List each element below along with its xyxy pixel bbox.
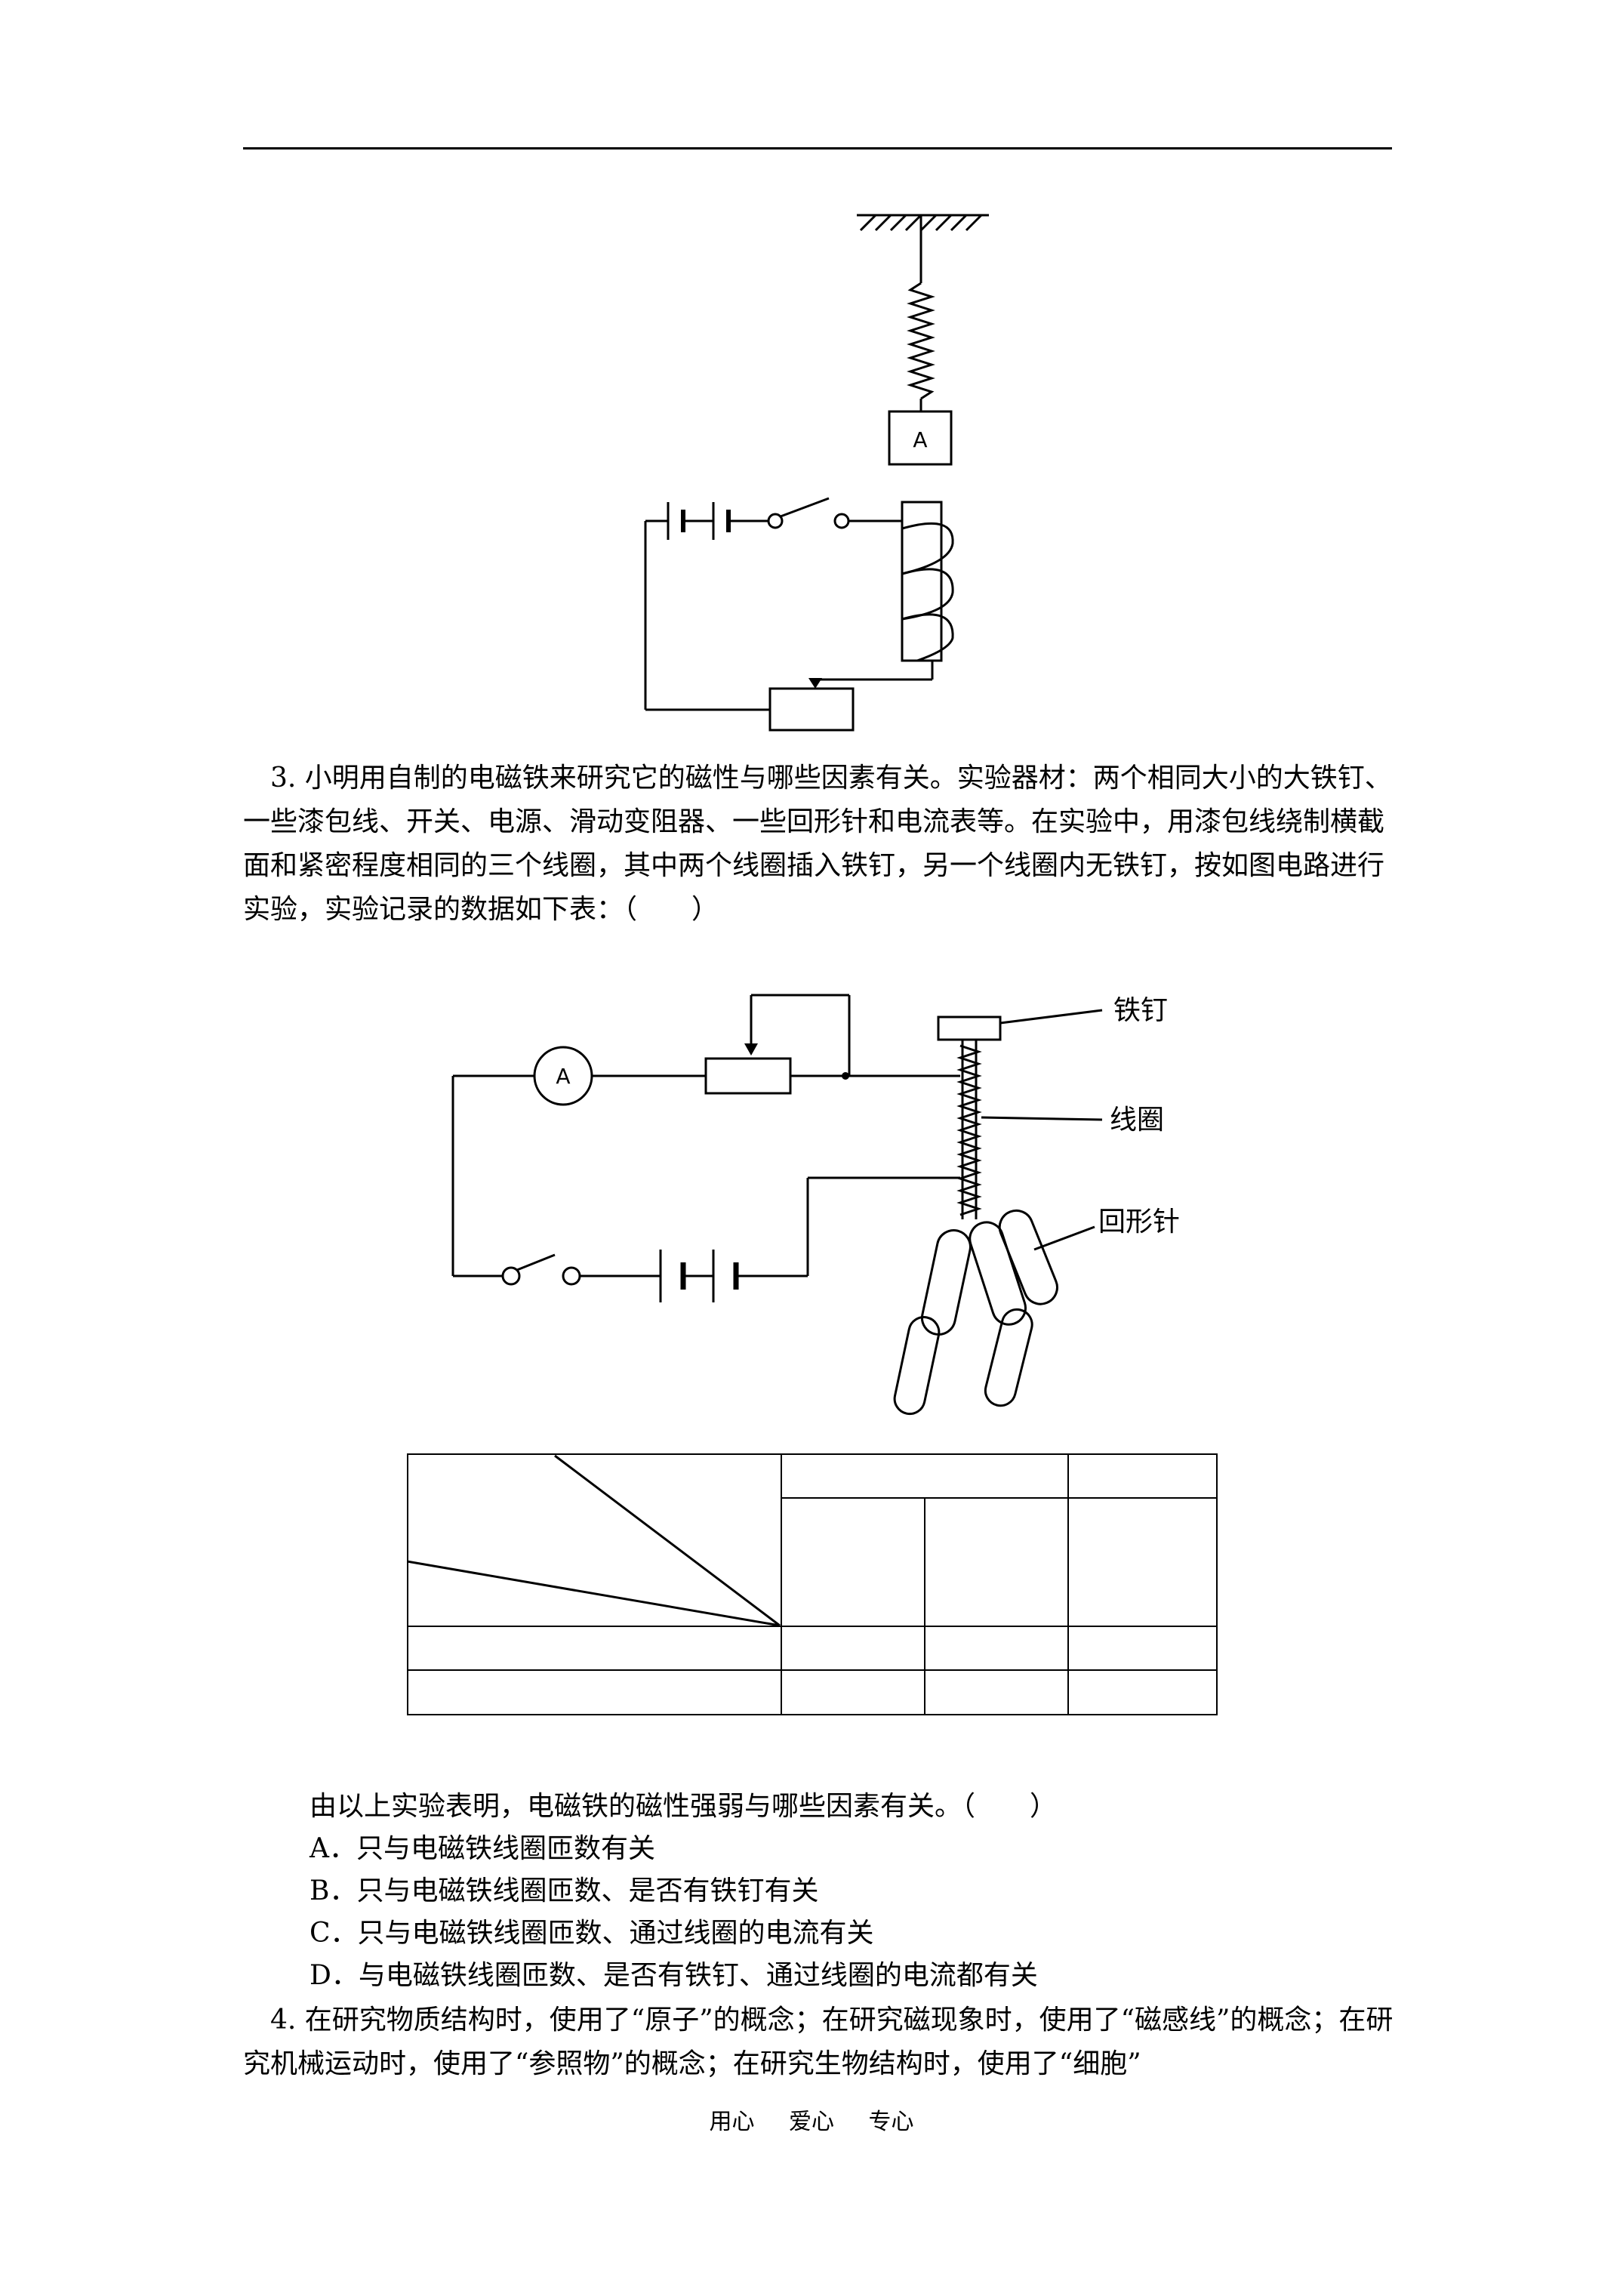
coil [956, 1044, 982, 1216]
rheostat [768, 687, 855, 732]
paper-clip [998, 1209, 1058, 1305]
switch-contact [767, 513, 784, 529]
option-a: A．只与电磁铁线圈匝数有关 [310, 1833, 655, 1864]
paper-clip [969, 1221, 1027, 1326]
ceiling-hatch [859, 214, 983, 232]
weight-label: A [913, 427, 927, 452]
question-4-text: 4. 在研究物质结构时，使用了“原子”的概念；在研究磁现象时，使用了“磁感线”的… [243, 2005, 1394, 2079]
table-row [407, 1669, 1218, 1715]
figure-nail-circuit: A 铁钉 线圈 回形针 [451, 994, 1180, 1416]
coil-turn [901, 568, 954, 621]
label-coil: 线圈 [1110, 1105, 1164, 1136]
label-nail: 铁钉 [1113, 995, 1168, 1026]
table-header-cell [924, 1497, 1069, 1627]
spring [907, 282, 935, 400]
question-4: 4. 在研究物质结构时，使用了“原子”的概念；在研究磁现象时，使用了“磁感线”的… [243, 1999, 1394, 2086]
option-d: D．与电磁铁线圈匝数、是否有铁钉、通过线圈的电流都有关 [310, 1960, 1038, 1991]
electromagnet-core [901, 501, 943, 662]
rheostat-slider-arrow [808, 678, 822, 689]
switch-lever [780, 497, 830, 518]
coil-turn [901, 522, 954, 575]
switch-contact [501, 1266, 521, 1286]
question-3-text: 3. 小明用自制的电磁铁来研究它的磁性与哪些因素有关。实验器材：两个相同大小的大… [243, 763, 1392, 925]
question-3: 3. 小明用自制的电磁铁来研究它的磁性与哪些因素有关。实验器材：两个相同大小的大… [243, 757, 1394, 932]
coil-turn [901, 613, 954, 662]
table-diagonal-lines [407, 1454, 781, 1627]
header-rule [243, 147, 1392, 149]
footer-item: 爱心 [789, 2109, 834, 2135]
weight-box [888, 410, 953, 466]
footer-item: 专心 [868, 2109, 914, 2135]
page-footer: 用心 爱心 专心 [0, 2103, 1623, 2136]
table-header-cell [1067, 1497, 1218, 1627]
switch-lever [516, 1253, 556, 1271]
switch-contact [833, 513, 850, 529]
nail-head [937, 1015, 1002, 1041]
table-header-diagonal-cell [407, 1453, 782, 1627]
data-table [407, 1453, 1218, 1715]
figure-spring-electromagnet: A [644, 214, 989, 732]
rheostat-slider-arrow [744, 1043, 758, 1056]
label-paper-clip: 回形针 [1098, 1207, 1180, 1237]
rheostat [704, 1057, 792, 1095]
option-c: C．只与电磁铁线圈匝数、通过线圈的电流有关 [310, 1918, 874, 1949]
table-header-cell [781, 1453, 1069, 1499]
ammeter-label: A [556, 1064, 570, 1089]
paper-clip [984, 1308, 1033, 1407]
footer-item: 用心 [709, 2109, 755, 2135]
table-row [407, 1626, 1218, 1671]
option-b: B．只与电磁铁线圈匝数、是否有铁钉有关 [310, 1875, 819, 1906]
table-header-cell [781, 1497, 925, 1627]
paper-clip [920, 1229, 972, 1336]
paper-clip [893, 1316, 941, 1416]
switch-contact [562, 1266, 581, 1286]
conclusion: 由以上实验表明，电磁铁的磁性强弱与哪些因素有关。（ ） [310, 1791, 1058, 1822]
table-header-cell [1067, 1453, 1218, 1499]
